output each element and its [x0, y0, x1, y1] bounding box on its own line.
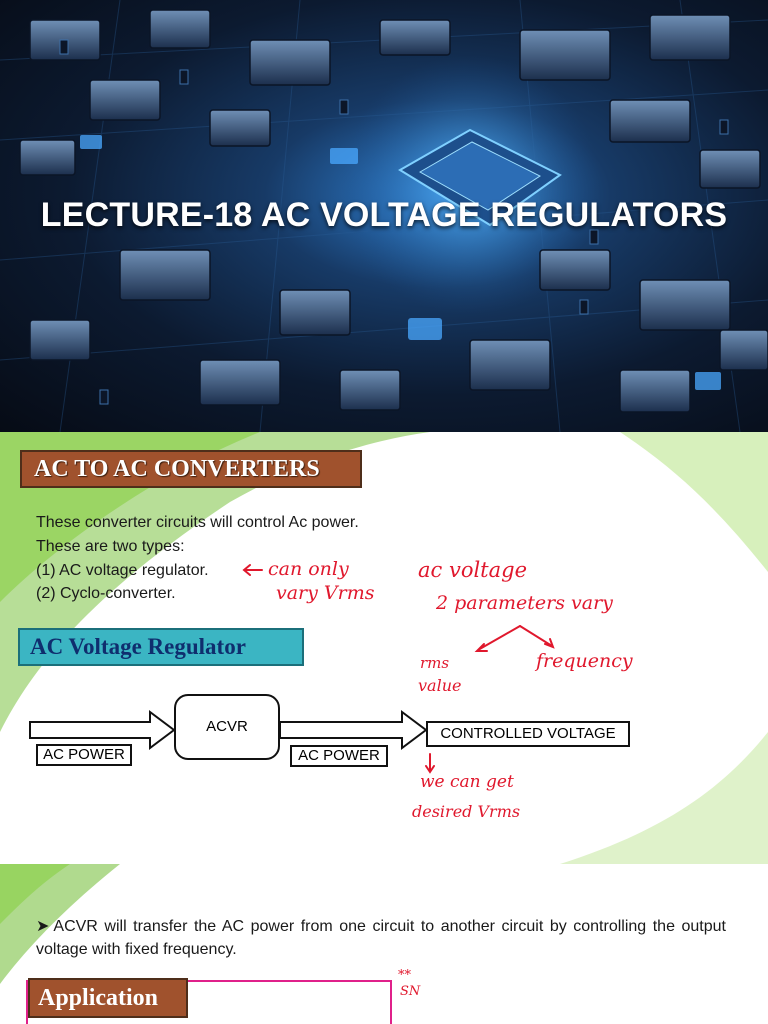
body-line-3: (1) AC voltage regulator. — [36, 562, 209, 579]
application-highlight-frame — [26, 980, 392, 1024]
hw-arrow-frequency — [519, 625, 555, 649]
input-ac-power-label: AC POWER — [36, 744, 132, 766]
application-heading: Application — [28, 978, 188, 1018]
ac-voltage-regulator-heading: AC Voltage Regulator — [18, 628, 304, 666]
block-diagram-arrows — [29, 564, 555, 774]
green-swoosh-decoration-2 — [0, 864, 120, 984]
converters-slide: AC TO AC CONVERTERS These converter circ… — [0, 432, 768, 864]
lecture-title: LECTURE-18 AC VOLTAGE REGULATORS — [40, 195, 728, 234]
hw-note-2-parameters: 2 parameters vary — [436, 592, 613, 614]
acvr-description-slide: ➤ACVR will transfer the AC power from on… — [0, 864, 768, 1024]
hw-arrow-note1 — [242, 564, 263, 576]
body-line-4: (2) Cyclo-converter. — [36, 585, 176, 602]
circuit-board-image — [0, 0, 768, 432]
hw-note-vary-vrms: vary Vrms — [276, 582, 375, 604]
hw-mark-sn: SN — [400, 984, 421, 999]
output-ac-power-label: AC POWER — [290, 745, 388, 767]
hw-arrow-rms — [474, 625, 521, 652]
input-arrow — [29, 710, 176, 750]
lecture-title-container: LECTURE-18 AC VOLTAGE REGULATORS — [0, 190, 768, 240]
acvr-description-text: ACVR will transfer the AC power from one… — [36, 918, 726, 958]
hw-note-we-can-get: we can get — [420, 772, 514, 792]
hw-note-frequency: frequency — [536, 650, 633, 672]
body-line-2: These are two types: — [36, 538, 185, 555]
body-line-1: These converter circuits will control Ac… — [36, 514, 359, 531]
bullet-arrow-icon: ➤ — [36, 918, 50, 935]
converters-heading: AC TO AC CONVERTERS — [20, 450, 362, 488]
hw-note-can-only: can only — [268, 558, 349, 580]
hw-note-desired-vrms: desired Vrms — [412, 802, 521, 821]
title-slide: LECTURE-18 AC VOLTAGE REGULATORS — [0, 0, 768, 432]
output-arrow — [279, 710, 428, 750]
controlled-voltage-block: CONTROLLED VOLTAGE — [426, 721, 630, 747]
hw-mark-stars: ** — [398, 968, 411, 983]
acvr-description-bullet: ➤ACVR will transfer the AC power from on… — [36, 915, 726, 961]
hw-note-ac-voltage: ac voltage — [418, 558, 528, 582]
hw-arrow-down — [425, 753, 435, 774]
hw-note-rms: rms — [420, 654, 450, 672]
acvr-block: ACVR — [174, 694, 280, 760]
hw-note-value: value — [418, 676, 462, 695]
